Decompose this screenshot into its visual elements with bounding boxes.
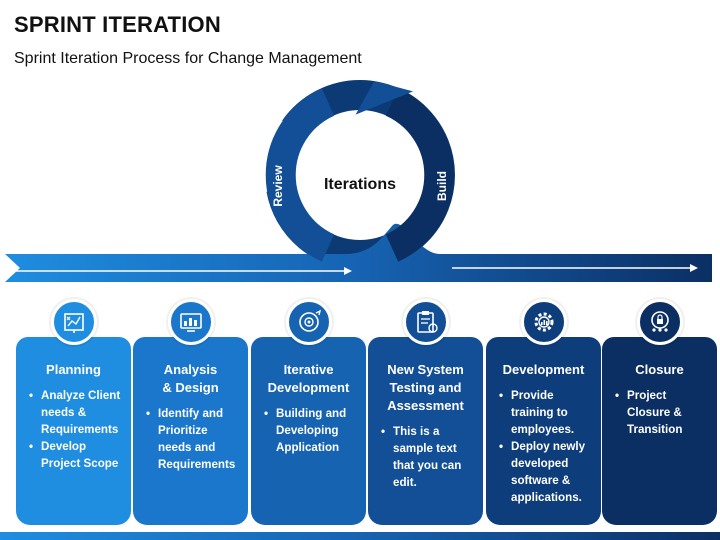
step-bullet: Building and Developing Application xyxy=(264,405,360,456)
step-card-closure: Closure Project Closure & Transition xyxy=(602,337,717,525)
analytics-screen-icon xyxy=(168,299,214,345)
band-arrow-right-head xyxy=(690,264,698,272)
iteration-diagram: Iterations Review Build xyxy=(5,80,712,282)
step-bullets: Provide training to employees. Deploy ne… xyxy=(492,387,595,506)
target-cycle-icon xyxy=(286,299,332,345)
step-card-testing-assessment: New System Testing and Assessment This i… xyxy=(368,337,483,525)
cycle-left-label: Review xyxy=(271,165,285,207)
step-card-planning: Planning Analyze Client needs & Requirem… xyxy=(16,337,131,525)
step-title: Iterative Development xyxy=(267,362,350,395)
cycle-ring-front xyxy=(385,88,455,262)
cycle-right-label: Build xyxy=(435,171,449,201)
step-bullets: Building and Developing Application xyxy=(257,405,360,456)
lock-team-icon xyxy=(637,299,683,345)
gear-chart-icon xyxy=(521,299,567,345)
step-card-development: Development Provide training to employee… xyxy=(486,337,601,525)
step-bullet: Project Closure & Transition xyxy=(615,387,711,438)
step-bullet: This is a sample text that you can edit. xyxy=(381,423,477,491)
slide-title: SPRINT ITERATION xyxy=(14,12,221,37)
process-band xyxy=(5,223,712,282)
clipboard-test-icon xyxy=(403,299,449,345)
step-bullet: Develop Project Scope xyxy=(29,438,125,472)
cycle-center-label: Iterations xyxy=(324,176,396,193)
step-bullets: Identify and Prioritize needs and Requir… xyxy=(139,405,242,473)
step-title: Development xyxy=(502,362,585,377)
cycle-inner-arc xyxy=(303,114,361,221)
step-bullet: Identify and Prioritize needs and Requir… xyxy=(146,405,242,473)
band-arrow-left-head xyxy=(344,267,352,275)
step-bullets: Analyze Client needs & Requirements Deve… xyxy=(22,387,125,472)
step-title: Planning xyxy=(46,362,101,377)
step-title: Analysis & Design xyxy=(162,362,219,395)
cycle-inner-arc-2 xyxy=(367,114,420,223)
step-title: New System Testing and Assessment xyxy=(387,362,464,413)
cycle-ring-left xyxy=(265,88,335,262)
step-bullet: Deploy newly developed software & applic… xyxy=(499,438,595,506)
step-title: Closure xyxy=(635,362,684,377)
step-card-iterative-development: Iterative Development Building and Devel… xyxy=(251,337,366,525)
bottom-accent-bar xyxy=(0,532,720,540)
step-bullets: Project Closure & Transition xyxy=(608,387,711,438)
cycle-arrowhead xyxy=(355,81,414,115)
step-bullet: Provide training to employees. xyxy=(499,387,595,438)
step-bullets: This is a sample text that you can edit. xyxy=(374,423,477,491)
step-bullet: Analyze Client needs & Requirements xyxy=(29,387,125,438)
step-card-analysis-design: Analysis & Design Identify and Prioritiz… xyxy=(133,337,248,525)
slide-subtitle: Sprint Iteration Process for Change Mana… xyxy=(14,50,362,67)
strategy-board-icon xyxy=(51,299,97,345)
